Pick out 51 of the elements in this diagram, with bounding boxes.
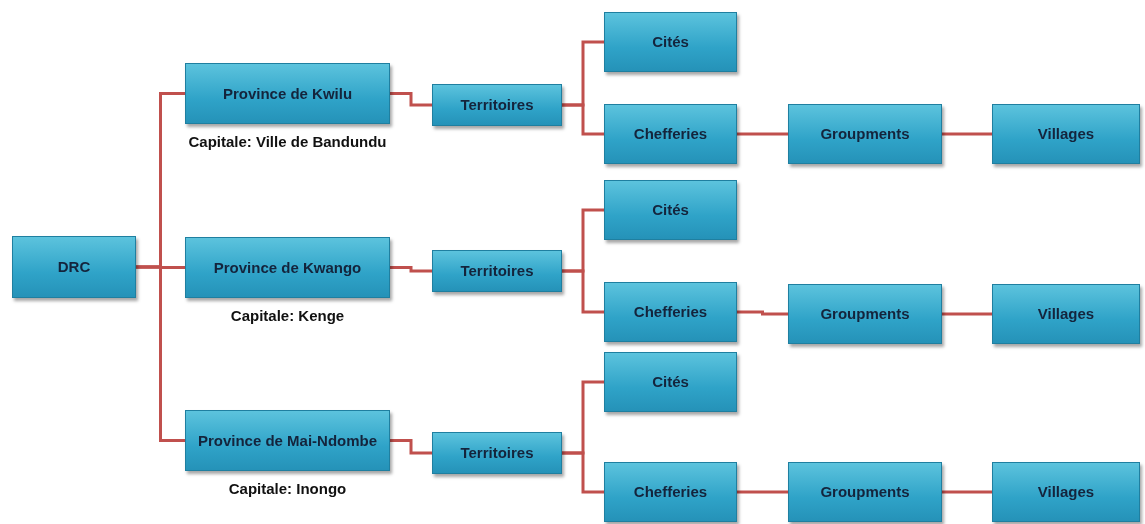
- process-box: [12, 236, 136, 298]
- connector-line: [390, 439, 432, 455]
- process-box: [788, 104, 942, 164]
- node-label: Territoires: [459, 96, 535, 114]
- process-box: [432, 432, 562, 474]
- process-box: [992, 462, 1140, 522]
- process-box: [788, 462, 942, 522]
- node-label: DRC: [56, 258, 92, 276]
- connector-line: [562, 269, 604, 314]
- connector-line: [942, 490, 992, 494]
- process-box: [604, 180, 737, 240]
- node-label: Cités: [651, 33, 690, 51]
- process-box: [604, 12, 737, 72]
- connector-line: [942, 312, 992, 316]
- connector-line: [136, 265, 185, 442]
- capital-caption: Capitale: Ville de Bandundu: [187, 133, 388, 151]
- node-label: Groupments: [819, 483, 911, 501]
- process-box: [992, 104, 1140, 164]
- connector-line: [562, 103, 604, 136]
- process-box: [432, 84, 562, 126]
- node-label: Chefferies: [632, 125, 709, 143]
- node-label: Province de Mai-Ndombe: [196, 431, 379, 450]
- node-label: Villages: [1036, 483, 1096, 501]
- node-label: Cités: [651, 201, 690, 219]
- node-label: Groupments: [819, 125, 911, 143]
- node-label: Territoires: [459, 262, 535, 280]
- node-label: Villages: [1036, 125, 1096, 143]
- connector-line: [390, 266, 432, 273]
- connector-line: [737, 132, 788, 136]
- process-box: [604, 352, 737, 412]
- node-label: Cités: [651, 373, 690, 391]
- capital-caption: Capitale: Kenge: [229, 307, 346, 325]
- node-label: Province de Kwango: [212, 258, 363, 277]
- connector-line: [942, 132, 992, 136]
- process-box: [604, 104, 737, 164]
- process-box: [604, 462, 737, 522]
- capital-caption: Capitale: Inongo: [227, 480, 348, 498]
- connector-line: [737, 310, 788, 316]
- process-box: [992, 284, 1140, 344]
- node-label: Chefferies: [632, 303, 709, 321]
- process-box: [432, 250, 562, 292]
- process-box: [788, 284, 942, 344]
- node-label: Territoires: [459, 444, 535, 462]
- node-label: Province de Kwilu: [221, 84, 354, 103]
- connector-line: [390, 92, 432, 107]
- node-label: Groupments: [819, 305, 911, 323]
- process-box: [604, 282, 737, 342]
- connector-line: [737, 490, 788, 494]
- node-label: Villages: [1036, 305, 1096, 323]
- connector-line: [562, 451, 604, 494]
- node-label: Chefferies: [632, 483, 709, 501]
